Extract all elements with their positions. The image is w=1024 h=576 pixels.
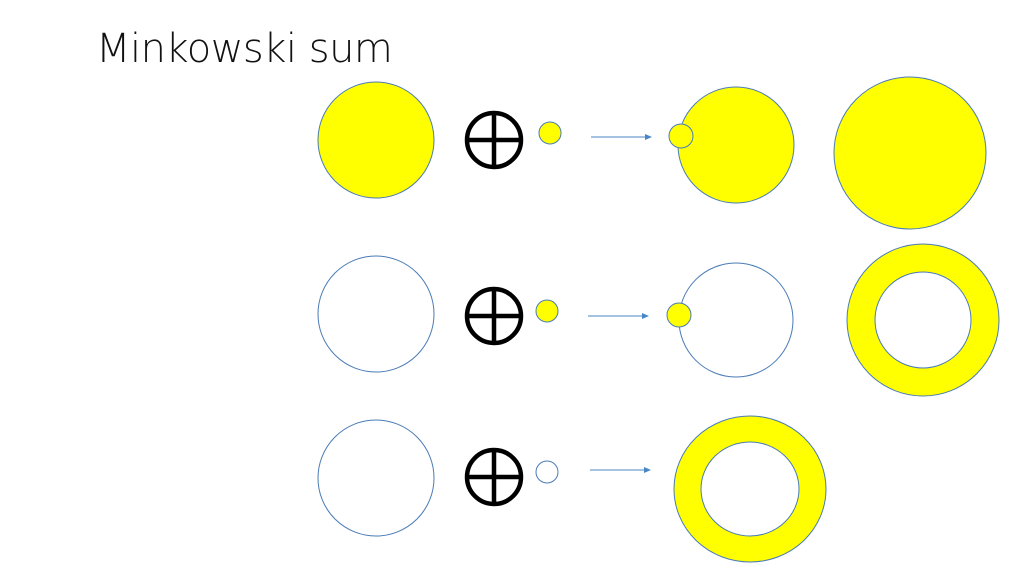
row-circle [317,243,1000,397]
circled-plus-icon [464,447,524,507]
circled-plus-icon [464,286,524,346]
intermediate-small-disk [668,123,694,149]
circled-plus-icon [464,110,524,170]
result-annulus [846,243,1000,397]
circle-a [317,255,435,373]
row-disk [317,76,987,230]
small-circle-b [535,460,559,484]
small-disk-b [538,121,562,145]
slide-title: Minkowski sum [96,26,393,72]
row-circle-circle [317,415,827,563]
result-disk [833,76,987,230]
small-disk-b [535,299,559,323]
circle-a [317,419,435,537]
intermediate-circle [678,262,794,378]
intermediate-disk [677,86,795,204]
disk-a [317,81,435,199]
intermediate-small-disk [666,302,692,328]
result-annulus [673,415,827,563]
